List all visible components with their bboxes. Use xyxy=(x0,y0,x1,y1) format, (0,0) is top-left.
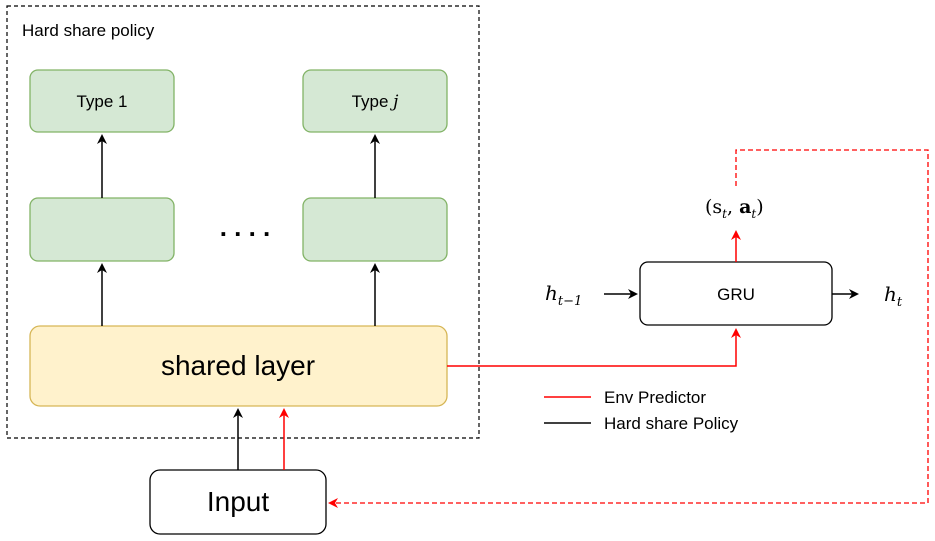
gru-output-label: ht xyxy=(884,282,903,310)
input-label: Input xyxy=(207,486,269,517)
head-box-type-1 xyxy=(29,69,175,133)
prediction-label: (st, at) xyxy=(705,196,764,221)
shared-layer-label: shared layer xyxy=(161,350,315,381)
gru-label: GRU xyxy=(717,285,755,304)
arrow-shared-to-gru xyxy=(447,328,741,367)
ellipsis: . . . . xyxy=(220,212,271,242)
hidden-box-left xyxy=(29,197,175,262)
head-label-type-1: Type 1 xyxy=(76,92,127,111)
head-label-type-j: Type j xyxy=(352,92,400,112)
hidden-box-right xyxy=(302,197,448,262)
legend-label-env-predictor: Env Predictor xyxy=(604,388,706,407)
head-box-type-j xyxy=(302,69,448,133)
group-title: Hard share policy xyxy=(22,21,155,40)
hard-share-policy-group xyxy=(6,5,480,439)
legend-label-hard-share-policy: Hard share Policy xyxy=(604,414,739,433)
gru-input-label: ht−1 xyxy=(545,281,582,309)
feedback-loop-prediction-to-input xyxy=(328,149,929,508)
